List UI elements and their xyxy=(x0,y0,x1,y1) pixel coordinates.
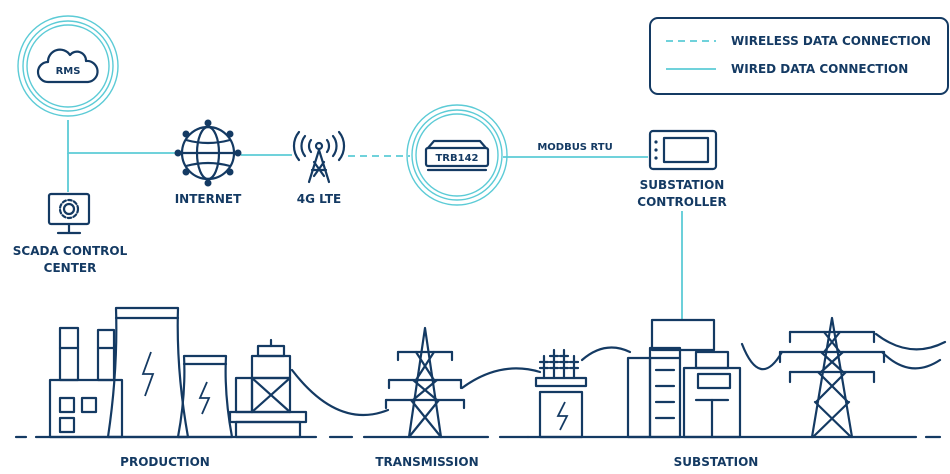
modbus-label: MODBUS RTU xyxy=(537,142,612,153)
power-lines xyxy=(290,332,947,417)
router-node: TRB142 xyxy=(406,104,508,206)
substation-icon xyxy=(534,316,886,439)
power-plant-icon xyxy=(48,306,308,439)
rms-label: RMS xyxy=(56,66,81,77)
rms-node: RMS xyxy=(17,15,119,117)
cell-tower-icon xyxy=(292,130,346,184)
section-production: PRODUCTION xyxy=(120,455,210,469)
wired-rms-internet xyxy=(67,120,176,154)
legend-wired-label: WIRED DATA CONNECTION xyxy=(731,62,908,76)
transmission-tower-icon xyxy=(384,326,466,439)
internet-label: INTERNET xyxy=(175,192,242,206)
controller-label-line2: CONTROLLER xyxy=(637,195,726,209)
router-label: TRB142 xyxy=(435,153,478,164)
section-transmission: TRANSMISSION xyxy=(375,455,478,469)
scada-label-line1: SCADA CONTROL xyxy=(13,244,128,258)
connections xyxy=(67,120,683,320)
controller-label-line1: SUBSTATION xyxy=(640,178,725,192)
cloud-icon xyxy=(36,48,99,84)
internet-node: INTERNET xyxy=(174,119,242,206)
globe-icon xyxy=(174,119,242,187)
scada-node: SCADA CONTROL CENTER xyxy=(13,192,128,275)
scada-label-line2: CENTER xyxy=(44,261,97,275)
section-substation: SUBSTATION xyxy=(674,455,759,469)
controller-device-icon xyxy=(648,129,718,171)
lte-node: 4G LTE xyxy=(292,130,346,206)
legend-wireless-label: WIRELESS DATA CONNECTION xyxy=(731,34,931,48)
controller-node: SUBSTATION CONTROLLER xyxy=(637,129,727,209)
monitor-gear-icon xyxy=(47,192,91,235)
legend: WIRELESS DATA CONNECTION WIRED DATA CONN… xyxy=(649,17,949,95)
router-icon xyxy=(424,139,490,172)
lte-label: 4G LTE xyxy=(297,192,341,206)
